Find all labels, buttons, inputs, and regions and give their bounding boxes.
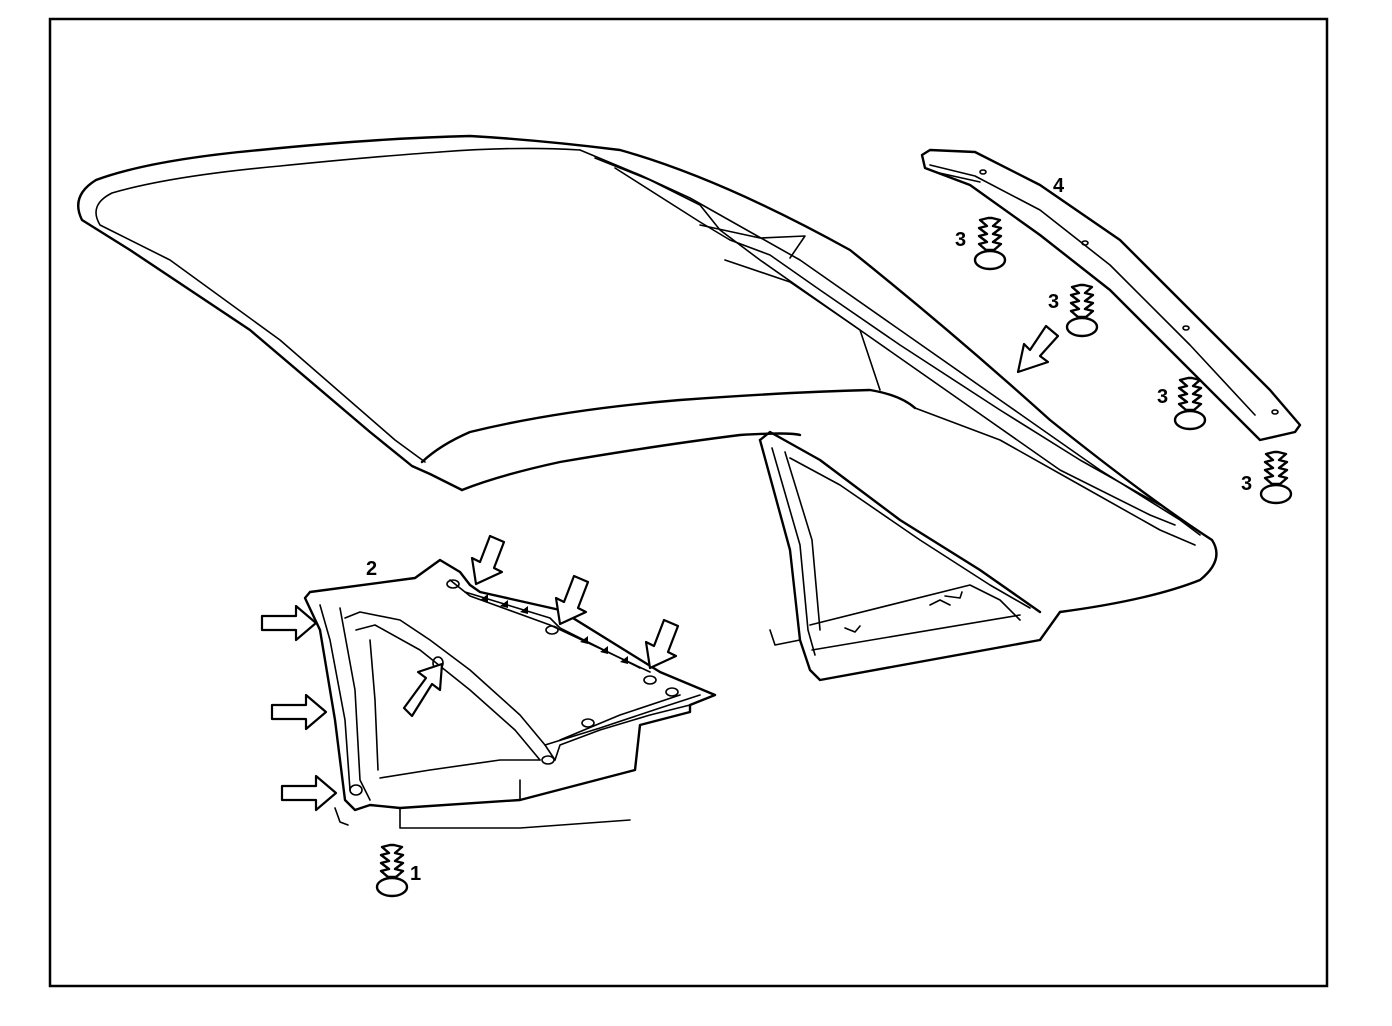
arrow-down-roof: [1016, 324, 1060, 374]
arrow-up-right: [402, 662, 444, 718]
arrow-down-2: [554, 574, 590, 626]
callout-3a: 3: [955, 229, 966, 251]
screw-1: [375, 843, 409, 898]
arrow-down-3: [644, 618, 680, 670]
callout-3b: 3: [1048, 291, 1059, 313]
trim-strip: [920, 148, 1302, 442]
screw-3a: [973, 216, 1007, 271]
arrow-down-1: [470, 534, 506, 586]
arrow-right-1: [260, 604, 318, 642]
screw-3c: [1173, 376, 1207, 431]
callout-1: 1: [410, 863, 421, 885]
diagram-frame: [48, 17, 1329, 988]
callout-2: 2: [366, 558, 377, 580]
callout-4: 4: [1053, 175, 1065, 197]
hardtop-shell: [77, 134, 1218, 682]
callout-3c: 3: [1157, 386, 1168, 408]
arrow-right-3: [280, 774, 338, 812]
arrow-right-2: [270, 693, 328, 731]
callout-3d: 3: [1241, 473, 1252, 495]
assembly-arrows: [260, 324, 1060, 812]
screw-3b: [1065, 283, 1099, 338]
pillar-trim-panel: [303, 558, 717, 829]
screw-3d: [1259, 450, 1293, 505]
